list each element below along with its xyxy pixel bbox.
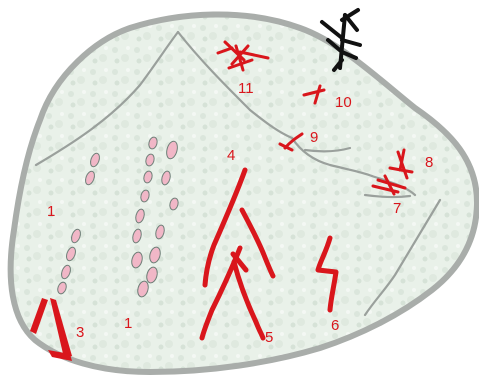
- label-1-left: 1: [47, 203, 55, 220]
- black-figure-left-top: [322, 22, 342, 38]
- black-figure-right-mid: [342, 40, 360, 45]
- label-10: 10: [335, 94, 352, 111]
- label-8: 8: [425, 154, 433, 171]
- label-9: 9: [310, 129, 318, 146]
- label-11: 11: [238, 80, 254, 97]
- label-1-middle: 1: [124, 315, 132, 332]
- label-7: 7: [393, 200, 401, 217]
- label-3: 3: [76, 324, 84, 341]
- label-5: 5: [265, 329, 273, 346]
- label-4: 4: [227, 147, 235, 164]
- black-figure-top-branch: [345, 15, 357, 30]
- label-6: 6: [331, 317, 339, 334]
